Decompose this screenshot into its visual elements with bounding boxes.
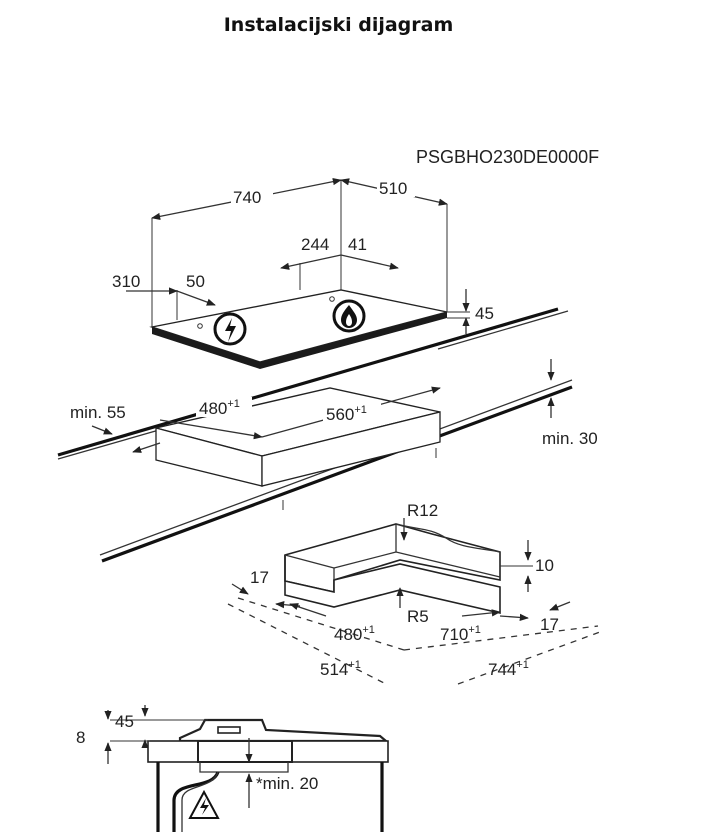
section-view: 45 8 *min. 20	[76, 705, 390, 832]
section-hob-height-label: 45	[115, 712, 134, 731]
cutout-depth-label: 480+1	[199, 398, 240, 418]
gas-offset-x-label: 244	[301, 235, 329, 254]
gas-flame-icon	[332, 299, 366, 333]
frame-side-right-label: 17	[540, 615, 559, 634]
worktop-front-edge	[101, 385, 573, 563]
page-title: Instalacijski dijagram	[223, 14, 454, 36]
radius-outer-label: R12	[407, 501, 438, 520]
min-back-label: min. 30	[542, 429, 598, 448]
min-front-label: min. 55	[70, 403, 126, 422]
frame-inner-width-label: 710+1	[440, 624, 481, 644]
dim-width-label: 740	[233, 188, 261, 207]
min-clearance-label: *min. 20	[256, 774, 318, 793]
hob-plate-edge	[152, 312, 447, 369]
frame-side-left-label: 17	[250, 568, 269, 587]
electric-warning-icon	[213, 312, 247, 346]
elec-offset-y-label: 50	[186, 272, 205, 291]
worktop-back-edge	[57, 307, 559, 457]
hob-top-view: 740 510 244 41 310 50	[112, 177, 494, 369]
frame-inner-depth-label: 480+1	[334, 624, 375, 644]
elec-offset-x-label: 310	[112, 272, 140, 291]
model-code: PSGBHO230DE0000F	[416, 147, 599, 167]
frame-outer-depth-label: 514+1	[320, 659, 361, 679]
electric-hazard-icon	[188, 789, 220, 819]
worktop-cutout: 480+1 560+1 min. 55 min. 30	[57, 307, 598, 563]
hob-height-label: 45	[475, 304, 494, 323]
gas-offset-y-label: 41	[348, 235, 367, 254]
frame-outer-width-label: 744+1	[488, 659, 529, 679]
seal-frame-detail: R12 R5 10 17 17 480+1 710+1 514+1 744+1	[227, 501, 601, 685]
cutout-width-label: 560+1	[326, 404, 367, 424]
frame-thickness-label: 10	[535, 556, 554, 575]
dim-depth-label: 510	[379, 179, 407, 198]
radius-inner-label: R5	[407, 607, 429, 626]
section-total-height-label: 8	[76, 728, 85, 747]
